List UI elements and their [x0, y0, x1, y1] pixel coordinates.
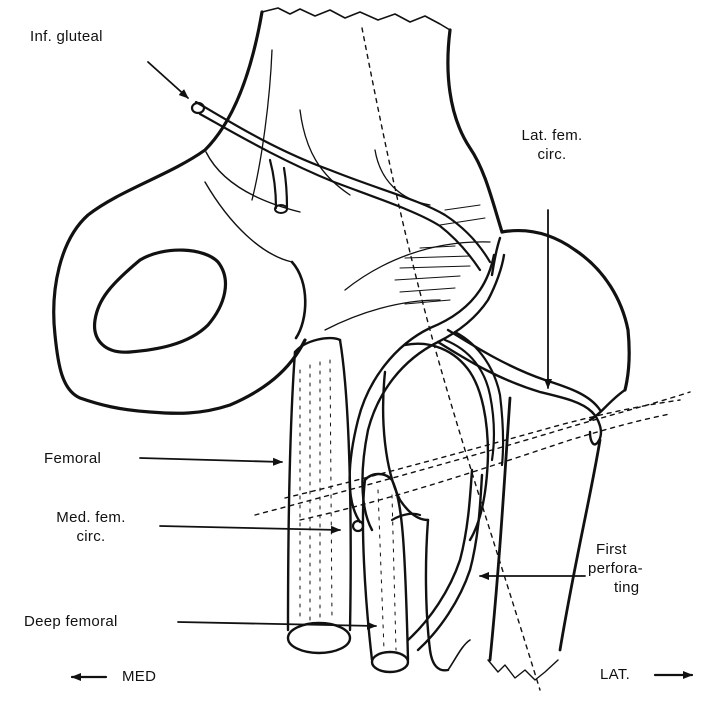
label-first-perforating-line2: perfora-	[588, 559, 643, 578]
label-med: MED	[122, 667, 156, 686]
label-deep-femoral: Deep femoral	[24, 612, 118, 631]
lateral-femoral-circumflex	[438, 330, 601, 444]
label-inf-gluteal: Inf. gluteal	[30, 27, 103, 46]
label-lat-fem-circ-line2: circ.	[507, 145, 597, 164]
label-first-perforating-line3: ting	[588, 578, 643, 597]
label-first-perforating: First perfora- ting	[588, 540, 643, 597]
label-lat-fem-circ-line1: Lat. fem.	[507, 126, 597, 145]
label-femoral: Femoral	[44, 449, 101, 468]
label-med-fem-circ-line2: circ.	[36, 527, 146, 546]
label-lat-fem-circ: Lat. fem. circ.	[507, 126, 597, 164]
label-med-fem-circ-line1: Med. fem.	[36, 508, 146, 527]
label-med-fem-circ: Med. fem. circ.	[36, 508, 146, 546]
label-lat: LAT.	[600, 665, 630, 684]
label-first-perforating-line1: First	[588, 540, 643, 559]
obturator-foramen	[95, 250, 226, 352]
